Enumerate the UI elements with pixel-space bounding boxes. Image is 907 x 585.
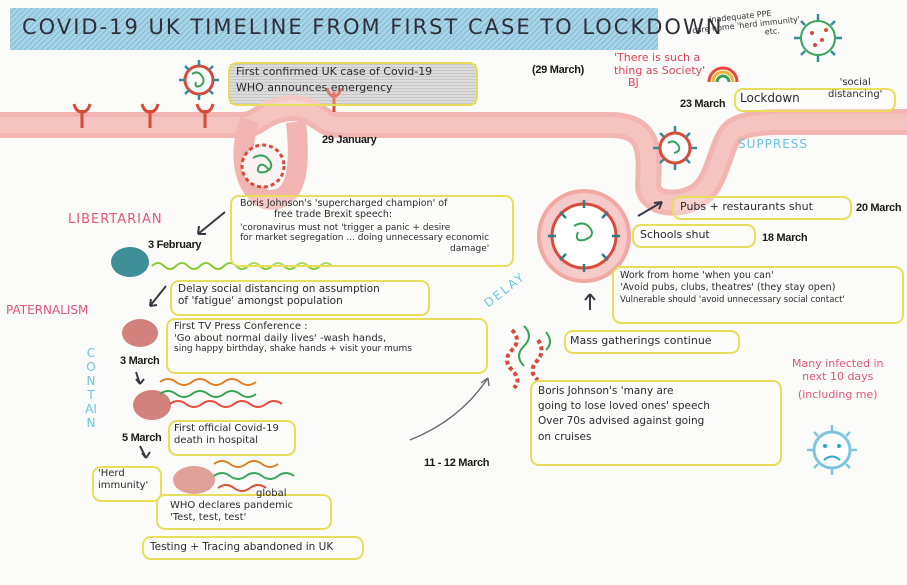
first-case-box <box>228 62 478 106</box>
brexit-speech-line: damage' <box>450 243 490 254</box>
press-conference-text: First TV Press Conference : 'Go about no… <box>174 321 412 354</box>
virus-suppress-icon <box>653 126 697 170</box>
press-conference-box <box>166 318 488 374</box>
blob-5march <box>133 390 171 420</box>
who-global-text: global <box>256 488 287 499</box>
date-23-march: 23 March <box>680 98 726 110</box>
suppress-label: SUPPRESS <box>738 137 809 151</box>
delay-distancing-line: Delay social distancing on assumption <box>178 283 380 295</box>
blob-herd <box>173 466 215 494</box>
rainbow-icon <box>707 66 739 83</box>
social-distancing-line: 'social <box>839 77 871 88</box>
brexit-speech-box <box>230 195 514 267</box>
date-11-12-march: 11 - 12 March <box>424 457 490 469</box>
date-18-march: 18 March <box>762 232 808 244</box>
first-death-line: death in hospital <box>174 434 258 446</box>
many-infected-line: Many infected in <box>792 357 884 370</box>
blob-3march <box>122 319 158 347</box>
paternalism-label: PATERNALISM <box>6 303 89 317</box>
testing-box <box>142 536 364 560</box>
date-29-january: 29 January <box>322 134 377 146</box>
society-quote-line: 'There is such a <box>614 51 701 64</box>
first-case-text: First confirmed UK case of Covid-19 WHO … <box>236 65 433 94</box>
brexit-speech-line: 'coronavirus must not 'trigger a panic +… <box>240 222 451 233</box>
herd-immunity-text: 'Herd immunity' <box>98 468 148 491</box>
date-29-march: (29 March) <box>532 64 585 76</box>
delay-distancing-line: of 'fatigue' amongst population <box>178 295 343 308</box>
rna-strands-icon <box>505 325 551 390</box>
herd-immunity-line: 'Herd <box>98 468 125 479</box>
first-case-highlight <box>230 64 476 104</box>
first-case-line: WHO announces emergency <box>236 80 393 94</box>
testing-text: Testing + Tracing abandoned in UK <box>150 541 334 553</box>
first-death-text: First official Covid-19 death in hospita… <box>174 423 279 446</box>
work-from-home-line: Vulnerable should 'avoid unnecessary soc… <box>620 294 845 305</box>
brexit-speech-text: Boris Johnson's 'supercharged champion' … <box>240 198 490 254</box>
herd-immunity-line: immunity' <box>98 479 149 491</box>
work-from-home-line: 'Avoid pubs, clubs, theatres' (they stay… <box>620 282 836 294</box>
teal-blob <box>111 247 149 277</box>
loved-ones-line: going to lose loved ones' speech <box>538 400 710 413</box>
virus-corner-icon <box>794 14 842 62</box>
press-conference-line: sing happy birthday, shake hands + visit… <box>174 344 412 354</box>
brexit-speech-line: for market segregation ... doing unneces… <box>240 233 490 244</box>
society-quote-line: thing as Society' <box>614 63 706 77</box>
social-distancing-note: 'social distancing' <box>828 77 882 100</box>
sad-virus-icon <box>807 425 857 475</box>
many-infected-note: Many infected in next 10 days (including… <box>792 357 884 402</box>
loved-ones-box <box>530 380 782 466</box>
press-conference-line: First TV Press Conference : <box>174 321 308 332</box>
society-quote-line: BJ <box>628 76 639 90</box>
brexit-speech-line: free trade Brexit speech: <box>274 208 393 220</box>
work-from-home-box <box>612 266 904 324</box>
title-banner <box>10 8 658 50</box>
pubs-shut-text: Pubs + restaurants shut <box>680 200 813 213</box>
schools-shut-text: Schools shut <box>640 228 710 241</box>
mass-gatherings-box <box>564 330 740 354</box>
loved-ones-line: on cruises <box>538 430 592 443</box>
delay-distancing-box <box>170 280 430 316</box>
social-distancing-line: distancing' <box>828 88 883 100</box>
many-infected-line: next 10 days <box>802 369 874 383</box>
delay-distancing-text: Delay social distancing on assumption of… <box>178 283 380 307</box>
date-3-february: 3 February <box>148 239 202 251</box>
many-infected-line: (including me) <box>797 388 878 402</box>
lockdown-text: Lockdown <box>740 91 800 105</box>
page-title: COVID-19 UK TIMELINE FROM FIRST CASE TO … <box>22 15 724 39</box>
receptors <box>72 87 343 128</box>
who-pandemic-line: WHO declares pandemic <box>170 500 294 511</box>
mass-gatherings-text: Mass gatherings continue <box>570 334 712 347</box>
virus-pocket-icon <box>240 143 286 189</box>
endosome-icon <box>537 189 631 283</box>
loved-ones-line: Boris Johnson's 'many are <box>538 385 674 397</box>
who-pandemic-line: 'Test, test, test' <box>170 511 247 523</box>
wavy-lines <box>151 262 333 492</box>
lockdown-box <box>734 88 896 112</box>
brexit-speech-line: Boris Johnson's 'supercharged champion' … <box>240 198 448 209</box>
society-quote: 'There is such a thing as Society' BJ <box>614 51 706 90</box>
first-death-box <box>168 420 296 456</box>
press-conference-line: 'Go about normal daily lives' -wash hand… <box>174 332 387 344</box>
herd-immunity-box <box>92 466 162 502</box>
first-case-line: First confirmed UK case of Covid-19 <box>236 65 433 78</box>
date-3-march: 3 March <box>120 355 160 367</box>
work-from-home-line: Work from home 'when you can' <box>620 270 774 281</box>
schools-shut-box <box>632 224 756 248</box>
loved-ones-line: Over 70s advised against going <box>538 415 705 428</box>
contain-label: CONTAIN <box>85 346 97 430</box>
virus-entry-icon <box>179 60 219 100</box>
date-5-march: 5 March <box>122 432 162 444</box>
libertarian-label: LIBERTARIAN <box>68 212 163 227</box>
pubs-shut-box <box>672 196 852 220</box>
who-pandemic-box <box>156 494 332 530</box>
date-20-march: 20 March <box>856 202 902 214</box>
work-from-home-text: Work from home 'when you can' 'Avoid pub… <box>620 270 845 306</box>
arrows <box>135 201 663 459</box>
loved-ones-text: Boris Johnson's 'many are going to lose … <box>538 384 710 445</box>
who-pandemic-text: WHO declares pandemic 'Test, test, test' <box>170 500 293 523</box>
first-death-line: First official Covid-19 <box>174 423 279 434</box>
